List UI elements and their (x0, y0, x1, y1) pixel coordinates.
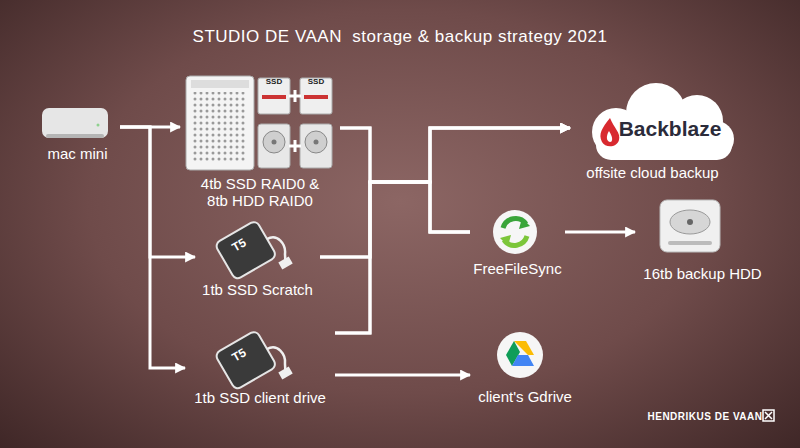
node-label: 1tb SSD client drive (194, 389, 326, 406)
drive-node: 1tb SSD client drive (185, 325, 335, 413)
gdrive-icon-part (512, 355, 534, 366)
storage-node: 4tb SSD RAID0 & 8tb HDD RAID0 (180, 72, 340, 210)
diagram-title: STUDIO DE VAAN storage & backup strategy… (0, 27, 800, 47)
t5-drive-icon-part (214, 330, 277, 390)
hdd-icon (258, 124, 332, 168)
t5-drive-icon (214, 214, 293, 292)
drive-node: 1tb SSD Scratch (195, 215, 320, 303)
ssd-icon-part (304, 95, 328, 99)
hdd-icon-part (272, 140, 277, 145)
connector-arrow (340, 128, 570, 182)
hdd-icon-part (258, 124, 290, 168)
backup-hdd-icon (660, 200, 720, 252)
node-label: 16tb backup HDD (643, 265, 761, 282)
node-label: 1tb SSD Scratch (202, 281, 313, 298)
cloud-drive-node: client's Gdrive (470, 333, 580, 413)
backblaze-flame-part (607, 131, 612, 142)
backup-hdd-icon-part (660, 200, 720, 252)
drive-model-label: T5 (229, 345, 248, 364)
hdd-icon-part (314, 140, 319, 145)
gdrive-icon (497, 332, 543, 378)
node-label: 4tb SSD RAID0 & 8tb HDD RAID0 (190, 175, 330, 209)
freefilesync-icon (493, 210, 537, 254)
hdd-icon-part (305, 131, 327, 153)
drive-type-label: SSD (266, 77, 282, 86)
freefilesync-icon-part (519, 218, 530, 229)
backup-hdd-icon-part (668, 241, 712, 245)
mac-mini-icon-part (46, 134, 104, 138)
drive-type-label: SSD (308, 77, 324, 86)
node-label: mac mini (47, 145, 107, 162)
mac-mini-icon (42, 108, 108, 138)
raid-enclosure-icon (186, 76, 254, 170)
node-label: offsite cloud backup (586, 164, 718, 181)
raid-enclosure-icon-part (193, 92, 247, 162)
node-label: FreeFileSync (473, 260, 561, 277)
drive-model-label: T5 (229, 235, 248, 254)
author-logo-part (763, 410, 774, 421)
backup-drive-node: 16tb backup HDD (635, 195, 770, 287)
computer-node: mac mini (35, 105, 120, 167)
t5-drive-icon-part (214, 220, 277, 280)
connector-arrow (335, 128, 570, 333)
author-signature: HENDRIKUS DE VAAN (648, 411, 763, 422)
cloud-icon (592, 83, 734, 160)
backup-hdd-icon-part (687, 219, 693, 225)
ssd-icon-part (262, 95, 286, 99)
connector-arrow (335, 182, 470, 333)
connector-arrow (320, 128, 570, 257)
node-label: client's Gdrive (478, 388, 572, 405)
connector-arrow (340, 128, 470, 232)
ssd-icon-part (289, 90, 301, 102)
raid-enclosure-icon-part (186, 76, 254, 170)
backup-hdd-icon-part (670, 210, 710, 234)
mac-mini-icon-part (97, 124, 100, 127)
brand-name: Backblaze (619, 117, 722, 141)
connector-arrow (335, 374, 470, 377)
hdd-icon-part (263, 131, 285, 153)
backblaze-flame (600, 118, 619, 146)
mac-mini-icon-part (42, 108, 108, 138)
hdd-icon-part (289, 140, 301, 152)
cloud-node: Backblaze offsite cloud backup (570, 88, 735, 188)
connector-arrow (120, 127, 195, 257)
t5-drive-icon-part (278, 367, 292, 380)
gdrive-icon-part (497, 332, 543, 378)
t5-drive-icon-part (278, 257, 292, 270)
freefilesync-icon-part (500, 235, 511, 246)
sync-node: FreeFileSync (470, 205, 565, 283)
connector-arrow (120, 127, 185, 368)
hdd-icon-part (300, 124, 332, 168)
connector-arrow (565, 231, 635, 234)
backblaze-flame-part (600, 118, 619, 146)
raid-enclosure-icon-part (191, 80, 249, 88)
connector-arrow (320, 182, 470, 257)
author-logo (763, 410, 774, 421)
author-logo-part (765, 412, 772, 419)
freefilesync-icon-part (493, 210, 537, 254)
